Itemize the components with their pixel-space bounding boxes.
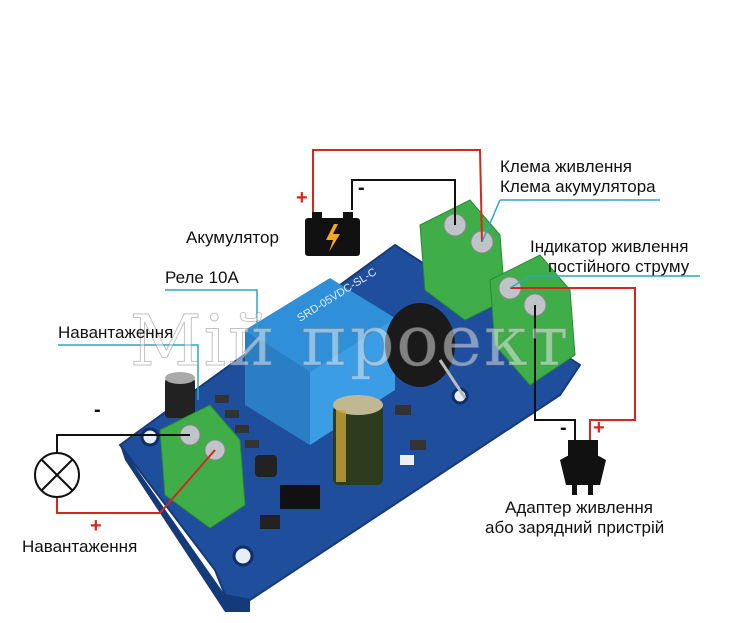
label-relay: Реле 10А xyxy=(165,268,239,287)
capacitor-small xyxy=(165,372,195,418)
label-power-terminal: Клема живлення xyxy=(500,157,633,176)
label-dc-indicator-1: Індикатор живлення xyxy=(530,237,689,256)
smd-parts xyxy=(215,395,426,529)
watermark: Мій проект xyxy=(129,300,571,383)
label-adapter-1: Адаптер живлення xyxy=(505,498,654,517)
label-load-bottom: Навантаження xyxy=(22,537,138,556)
adapter-plus-sign: + xyxy=(593,417,605,439)
label-load-top: Навантаження xyxy=(58,323,174,342)
power-plug-icon xyxy=(560,440,606,495)
lamp-icon xyxy=(34,452,80,498)
label-dc-indicator-2: постійного струму xyxy=(548,257,690,276)
black-coil xyxy=(385,303,467,399)
ic-chip xyxy=(280,485,320,509)
adapter-minus-sign: - xyxy=(560,417,567,439)
label-battery-terminal: Клема акумулятора xyxy=(500,177,656,196)
capacitor-large xyxy=(333,395,383,485)
label-battery: Акумулятор xyxy=(186,228,279,247)
load-plus-sign: + xyxy=(90,515,102,537)
battery-plus-sign: + xyxy=(296,187,308,209)
mount-hole xyxy=(140,427,160,447)
load-minus-sign: - xyxy=(94,399,101,421)
mount-hole xyxy=(232,545,254,567)
battery-icon xyxy=(305,212,360,256)
wires xyxy=(56,149,636,514)
leader-lines xyxy=(58,199,700,400)
label-adapter-2: або зарядний пристрій xyxy=(485,518,665,537)
battery-minus-sign: - xyxy=(358,177,365,199)
